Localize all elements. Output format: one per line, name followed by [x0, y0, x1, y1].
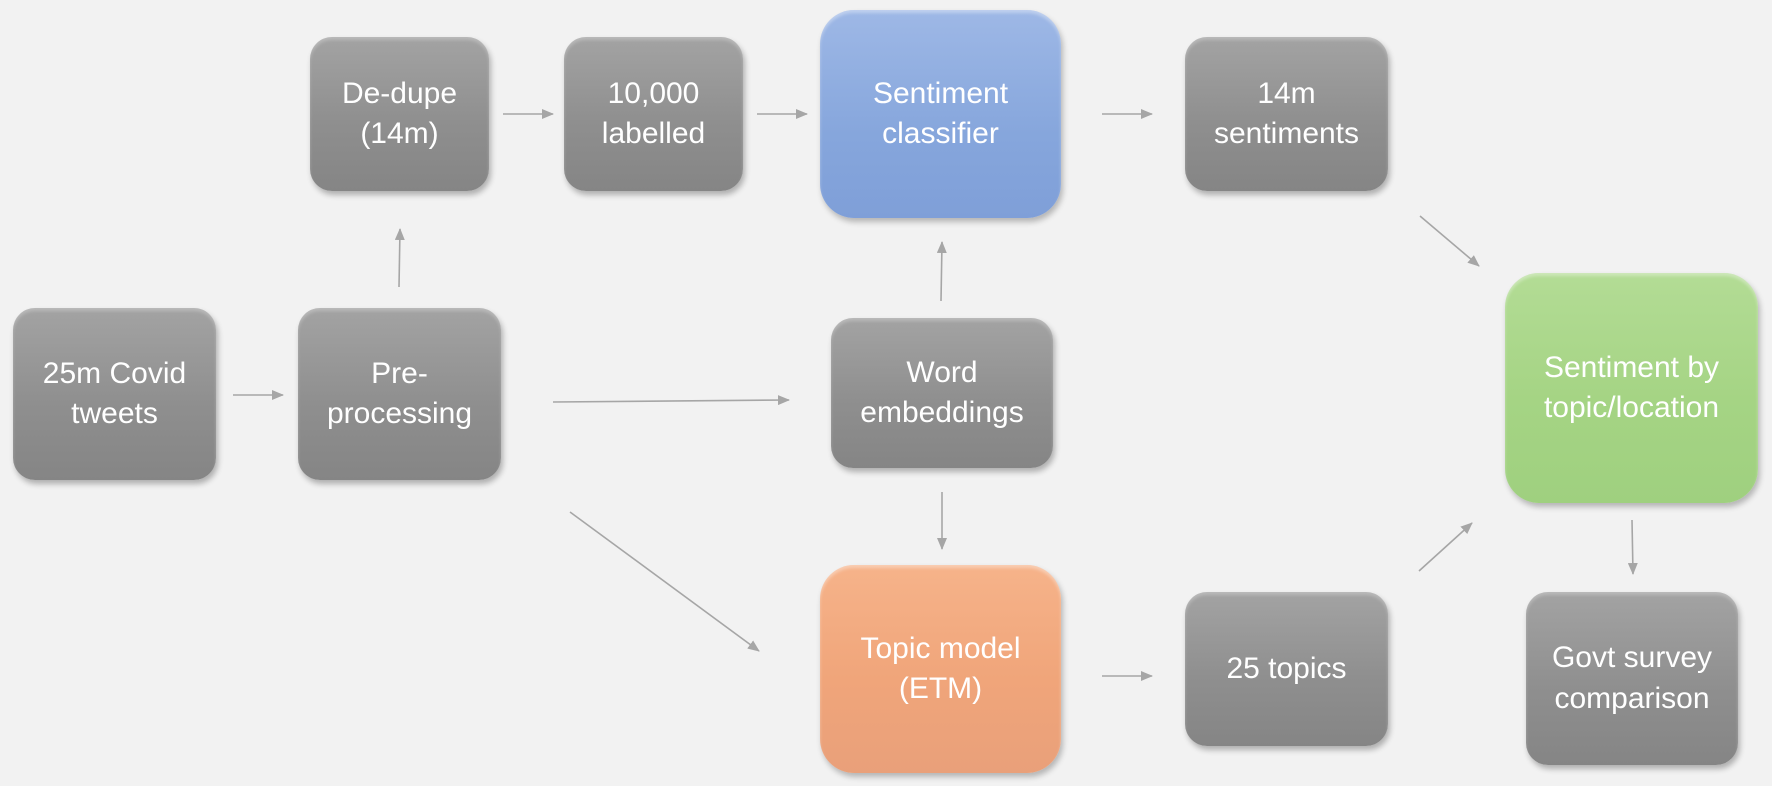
node-label-line: (14m) — [360, 117, 439, 150]
node-label-line: sentiments — [1213, 117, 1360, 150]
node-label-line: Govt survey — [1551, 641, 1713, 674]
node-25m-covid-tweets: 25m Covid tweets — [13, 308, 216, 480]
node-sentiment-classifier: Sentiment classifier — [820, 10, 1061, 218]
node-label-line: 25 topics — [1226, 651, 1347, 685]
node-topic-model: Topic model (ETM) — [820, 565, 1061, 773]
node-label-line: Pre- — [371, 356, 428, 390]
arrow-preprocessing-to-dedupe — [394, 228, 405, 288]
node-govt-survey-comparison: Govt survey comparison — [1526, 592, 1738, 765]
node-label: Govt survey comparison — [1552, 638, 1712, 719]
node-labelled: 10,000 labelled — [564, 37, 743, 191]
node-label: De-dupe (14m) — [342, 74, 457, 155]
node-preprocessing: Pre- processing — [298, 308, 501, 480]
node-label: 25m Covid tweets — [43, 354, 186, 435]
node-label-line: classifier — [882, 117, 999, 150]
node-label: Topic model (ETM) — [860, 629, 1020, 710]
node-label-line: 25m Covid — [42, 356, 187, 390]
node-word-embeddings: Word embeddings — [831, 318, 1053, 468]
node-25-topics: 25 topics — [1185, 592, 1388, 746]
node-dedupe: De-dupe (14m) — [310, 37, 489, 191]
node-label-line: Word — [906, 355, 978, 389]
node-label-line: De-dupe — [341, 76, 458, 110]
node-label-line: labelled — [601, 117, 706, 150]
node-label: Sentiment classifier — [873, 74, 1008, 155]
node-label-line: processing — [326, 397, 473, 430]
node-label: 25 topics — [1226, 649, 1346, 690]
arrow-preprocessing-to-embeddings — [552, 395, 790, 406]
node-label: Pre- processing — [327, 354, 472, 435]
arrow-sentiments-to-sentiment-by — [1419, 215, 1480, 267]
node-sentiment-by-topic-location: Sentiment by topic/location — [1505, 273, 1758, 503]
arrow-topics-to-sentiment-by — [1418, 522, 1473, 572]
node-label-line: tweets — [71, 397, 158, 430]
arrow-sentiment-by-to-govt — [1627, 519, 1638, 575]
node-label: Sentiment by topic/location — [1544, 348, 1719, 429]
node-label-line: Sentiment — [872, 76, 1009, 110]
node-label-line: Sentiment by — [1543, 350, 1720, 384]
node-label: Word embeddings — [860, 353, 1023, 434]
node-label-line: comparison — [1554, 681, 1710, 715]
node-label-line: embeddings — [860, 396, 1024, 429]
node-label-line: topic/location — [1543, 391, 1720, 424]
arrow-preprocessing-to-topic-model — [569, 511, 760, 652]
node-label: 14m sentiments — [1214, 74, 1359, 155]
node-label-line: 14m — [1257, 76, 1316, 110]
node-label: 10,000 labelled — [602, 74, 705, 155]
node-label-line: 10,000 — [607, 76, 700, 110]
arrow-embeddings-to-classifier — [936, 241, 947, 302]
node-14m-sentiments: 14m sentiments — [1185, 37, 1388, 191]
node-label-line: Topic model — [860, 631, 1021, 665]
node-label-line: (ETM) — [898, 672, 983, 705]
